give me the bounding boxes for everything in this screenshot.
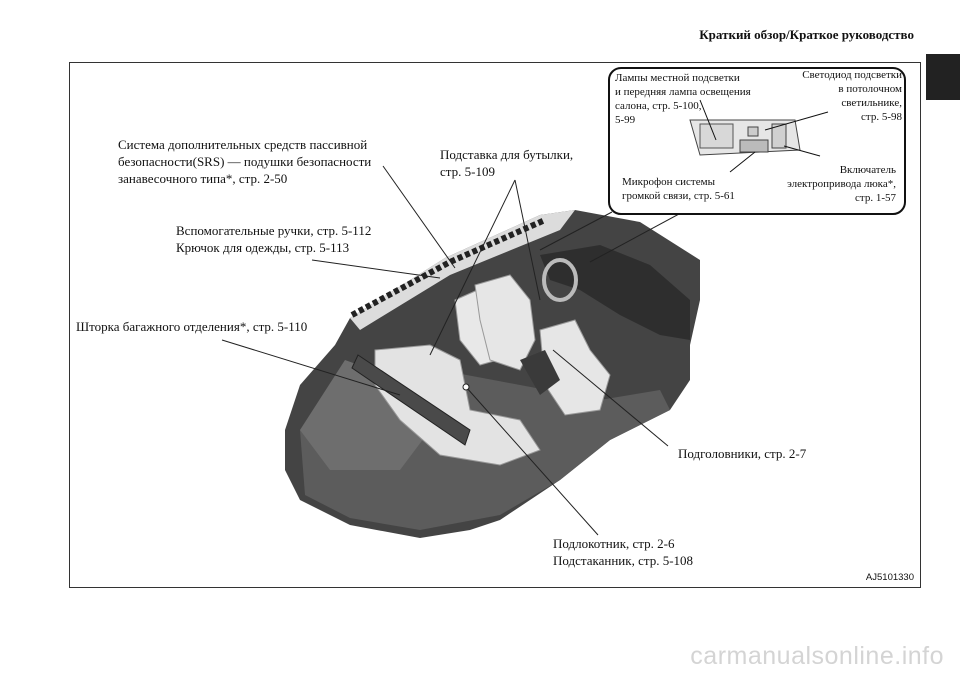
inset-lamps-label: Лампы местной подсветки и передняя лампа… (615, 72, 751, 126)
callout-bottle-holder: Подставка для бутылки, стр. 5-109 (440, 147, 574, 179)
center-console (520, 350, 560, 395)
inset-leaders (699, 99, 829, 173)
armrest-marker (462, 383, 470, 391)
curtain-airbag-strip (350, 217, 547, 318)
microphone-grille (739, 139, 769, 153)
callout-leaders (221, 165, 706, 536)
sunroof-switch (771, 123, 787, 149)
callout-srs: Система дополнительных средств пассивной… (118, 137, 372, 186)
inset-sunroof-label: Включатель электропривода люка*, стр. 1-… (787, 164, 896, 204)
inset-mic-label: Микрофон системы громкой связи, стр. 5-6… (622, 176, 735, 202)
led-lamp (747, 126, 759, 137)
roof-rail (350, 210, 575, 330)
figure-frame: AJ5101330 (69, 62, 921, 588)
cargo-cover (351, 354, 471, 446)
front-seat-left (474, 274, 536, 371)
dashboard (540, 245, 690, 340)
page-header-title: Краткий обзор/Краткое руководство (699, 27, 914, 42)
figure-code: AJ5101330 (865, 572, 914, 583)
callout-cargo-cover: Шторка багажного отделения*, стр. 5-110 (76, 319, 308, 334)
front-seat-right (539, 319, 611, 416)
callout-armrest: Подлокотник, стр. 2-6 Подстаканник, стр.… (553, 536, 694, 568)
lamp-left (699, 123, 734, 149)
callout-assist-grips: Вспомогательные ручки, стр. 5-112 Крючок… (176, 223, 372, 255)
section-tab (926, 54, 960, 100)
callout-headrests: Подголовники, стр. 2-7 (678, 446, 807, 461)
rear-seat (374, 344, 541, 466)
steering-wheel (542, 258, 578, 302)
inset-led-label: Светодиод подсветки в потолочном светиль… (802, 69, 902, 123)
watermark: carmanualsonline.info (690, 642, 944, 670)
